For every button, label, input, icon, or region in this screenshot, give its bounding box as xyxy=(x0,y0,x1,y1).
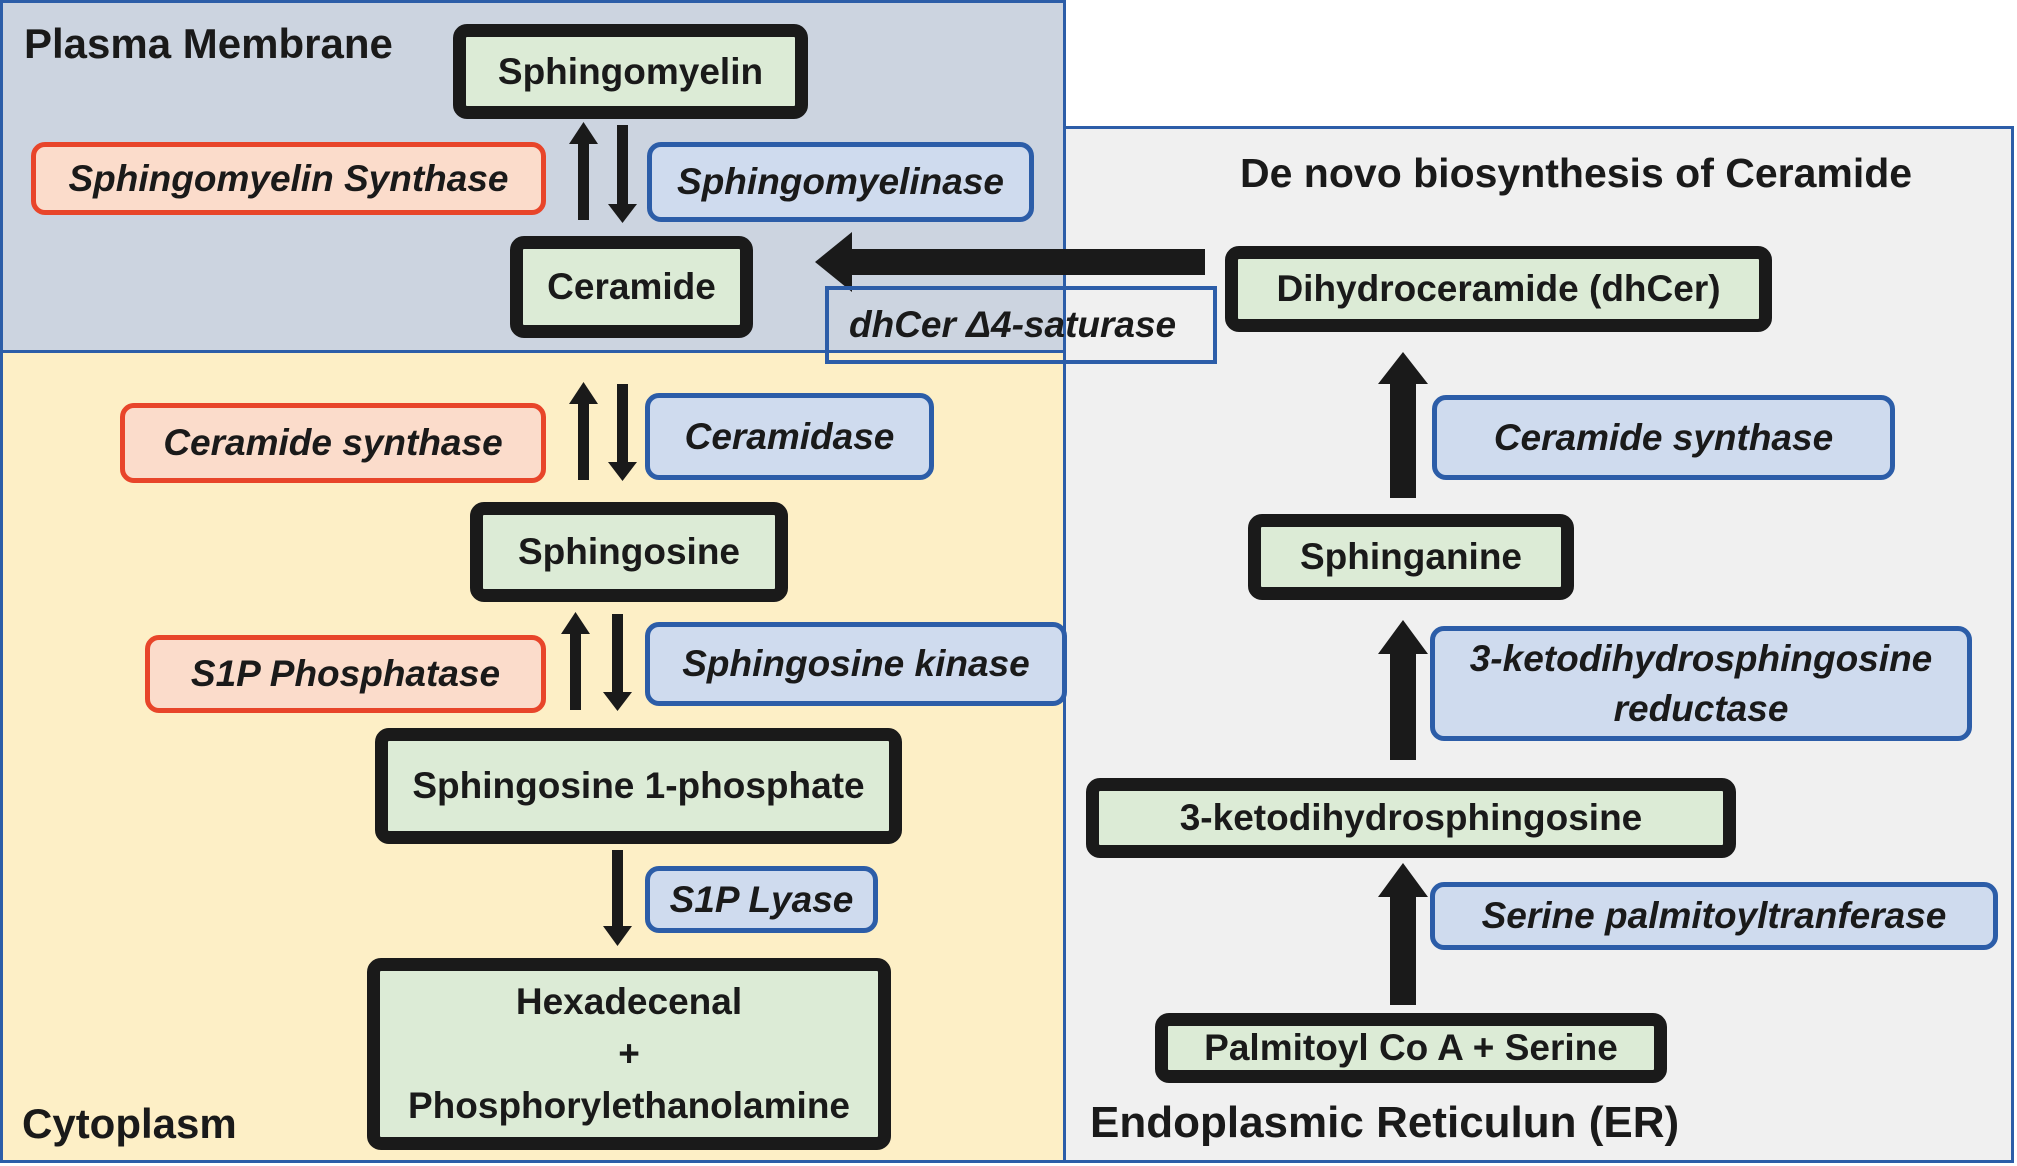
dihydroceramide-box: Dihydroceramide (dhCer) xyxy=(1225,246,1772,332)
arrow-down-icon xyxy=(608,125,637,223)
plasma-membrane-label: Plasma Membrane xyxy=(24,20,393,67)
palmitoyl-serine-box: Palmitoyl Co A + Serine xyxy=(1155,1013,1667,1083)
sphinganine-box: Sphinganine xyxy=(1248,514,1574,600)
arrow-up-icon xyxy=(561,612,590,710)
arrow-up-icon xyxy=(569,122,598,220)
products-line-1: Hexadecenal xyxy=(515,981,743,1022)
ceramidase-box: Ceramidase xyxy=(645,393,934,480)
sphingomyelin-box: Sphingomyelin xyxy=(453,24,808,119)
ceramide-synthase-er-box: Ceramide synthase xyxy=(1432,395,1895,480)
serine-palmitoyltransferase-box: Serine palmitoyltranferase xyxy=(1430,882,1998,950)
dhcer-desaturase-box: dhCer Δ4-saturase xyxy=(825,286,1217,364)
sphingosine-kinase-box: Sphingosine kinase xyxy=(645,622,1067,706)
sphingomyelinase-box: Sphingomyelinase xyxy=(647,142,1034,222)
arrow-down-icon xyxy=(603,850,632,946)
kds-reductase-line-2: reductase xyxy=(1613,687,1789,729)
ceramide-box: Ceramide xyxy=(510,236,753,338)
s1p-box: Sphingosine 1-phosphate xyxy=(375,728,902,844)
cytoplasm-label: Cytoplasm xyxy=(22,1100,237,1147)
arrow-down-icon xyxy=(603,614,632,711)
sphingomyelin-synthase-box: Sphingomyelin Synthase xyxy=(31,142,546,215)
sphingosine-box: Sphingosine xyxy=(470,502,788,602)
products-box: Hexadecenal + Phosphorylethanolamine xyxy=(367,958,891,1150)
products-line-3: Phosphorylethanolamine xyxy=(407,1085,850,1126)
s1p-phosphatase-box: S1P Phosphatase xyxy=(145,635,546,713)
arrow-up-icon xyxy=(1378,352,1428,498)
arrow-up-icon xyxy=(569,382,598,480)
arrow-left-icon xyxy=(815,232,1205,292)
ceramide-synthase-cyto-box: Ceramide synthase xyxy=(120,403,546,483)
products-line-2: + xyxy=(618,1033,640,1074)
arrow-up-icon xyxy=(1378,620,1428,760)
arrow-up-icon xyxy=(1378,863,1428,1005)
ketodihydrosphingosine-box: 3-ketodihydrosphingosine xyxy=(1086,778,1736,858)
kds-reductase-box: 3-ketodihydrosphingosine reductase xyxy=(1430,626,1972,741)
kds-reductase-line-1: 3-ketodihydrosphingosine xyxy=(1469,637,1933,679)
er-label: Endoplasmic Reticulun (ER) xyxy=(1090,1098,1680,1147)
arrow-down-icon xyxy=(608,384,637,481)
er-title: De novo biosynthesis of Ceramide xyxy=(1240,150,1913,196)
s1p-lyase-box: S1P Lyase xyxy=(645,866,878,933)
